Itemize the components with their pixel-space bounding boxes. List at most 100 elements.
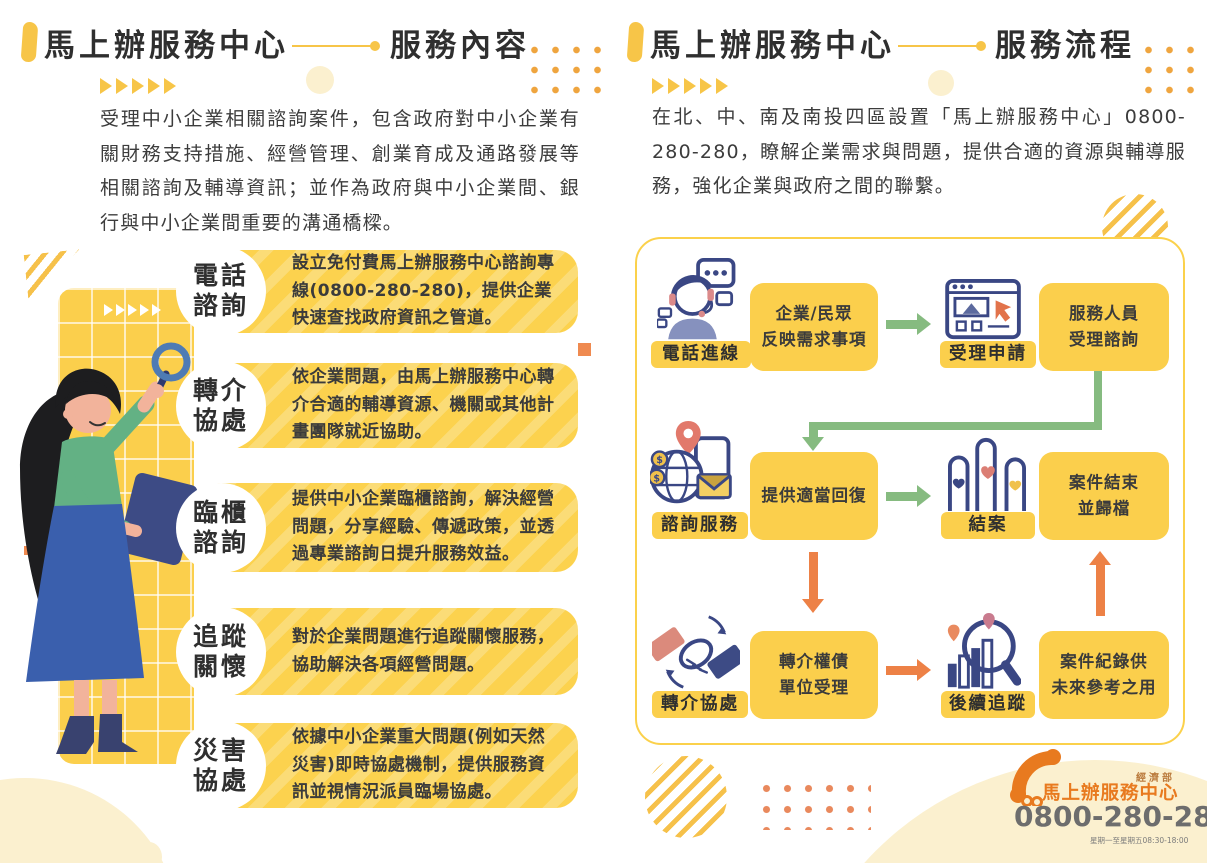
- left-title-marker: [20, 21, 39, 63]
- flow-stage-label: 受理申請: [940, 341, 1036, 368]
- arrow-right-icon: [886, 659, 931, 681]
- triangle-icon: [116, 78, 128, 94]
- triangle-icon: [116, 304, 125, 316]
- flow-box: 轉介權債 單位受理: [750, 631, 878, 719]
- arrow-down-icon: [802, 430, 824, 451]
- deco-circle-left-header: [306, 66, 334, 94]
- flow-box: 案件紀錄供 未來參考之用: [1039, 631, 1169, 719]
- triangle-icon: [132, 78, 144, 94]
- arrow-down-icon: [802, 552, 824, 613]
- flow-box-line: 單位受理: [779, 678, 849, 697]
- service-desc: 依據中小企業重大問題(例如天然災害)即時協處機制，提供服務資訊並視情況派員臨場協…: [292, 727, 546, 803]
- right-title-connector: [898, 45, 978, 47]
- logo-hours-text: 星期一至星期五08:30-18:00: [1090, 836, 1189, 845]
- logo-phone-text: 0800-280-280: [1014, 800, 1207, 833]
- service-label-line: 災害: [192, 736, 249, 765]
- dollar-glyph: $: [653, 473, 660, 484]
- flow-connector-line: [1094, 371, 1102, 430]
- consult-globe-icon: $ $: [650, 421, 732, 504]
- deco-striped-circle-bottom: [645, 756, 727, 838]
- flow-stage-label-text: 結案: [968, 515, 1008, 535]
- flow-box: 案件結束 並歸檔: [1039, 452, 1169, 540]
- flow-box-line: 反映需求事項: [761, 330, 867, 349]
- triangle-icon: [164, 78, 176, 94]
- deco-orange-square-1: [578, 343, 591, 356]
- flow-box-line: 服務人員: [1069, 304, 1139, 324]
- service-label-line: 諮詢: [192, 528, 249, 557]
- flow-stage-label-text: 電話進線: [662, 344, 740, 364]
- service-label-line: 諮詢: [192, 291, 249, 320]
- flow-box-line: 並歸檔: [1077, 499, 1131, 518]
- right-subtitle: 服務流程: [995, 28, 1135, 64]
- arrow-right-icon: [886, 313, 931, 335]
- logo-name-text: 馬上辦服務中心: [1042, 783, 1179, 804]
- service-pill: 依據中小企業重大問題(例如天然災害)即時協處機制，提供服務資訊並視情況派員臨場協…: [200, 723, 578, 808]
- left-intro-text: 受理中小企業相關諮詢案件，包含政府對中小企業有關財務支持措施、經營管理、創業育成…: [100, 108, 580, 234]
- right-triangle-row: [652, 78, 728, 94]
- illustration-woman: [20, 342, 198, 754]
- triangle-icon: [148, 78, 160, 94]
- right-title-connector-dot: [976, 41, 986, 51]
- service-label-circle: 追蹤 關懷: [176, 607, 266, 697]
- service-label-circle: 災害 協處: [176, 721, 266, 811]
- deco-dotgrid-bottom: [756, 778, 871, 830]
- flow-box-line: 案件結束: [1069, 473, 1139, 493]
- flow-box-line: 提供適當回復: [761, 486, 867, 506]
- service-label-line: 協處: [192, 766, 249, 795]
- triangle-icon: [668, 78, 680, 94]
- service-label-circle: 臨櫃 諮詢: [176, 483, 266, 573]
- triangle-icon: [684, 78, 696, 94]
- flow-box-line: 未來參考之用: [1051, 678, 1157, 697]
- ministry-label: 經濟部: [1136, 769, 1175, 784]
- left-title-connector-dot: [370, 41, 380, 51]
- flow-panel: 電話進線 企業/民眾 反映需求事項 受理申請 服務人員 受理諮詢: [635, 237, 1185, 745]
- deco-dotgrid-right-header: [1138, 40, 1202, 98]
- deco-cream-ellipse-small: [136, 842, 162, 863]
- triangle-icon: [152, 304, 161, 316]
- logo-service-hours: 星期一至星期五08:30-18:00: [1090, 835, 1188, 846]
- triangle-icon: [700, 78, 712, 94]
- arrow-right-icon: [886, 485, 931, 507]
- flow-stage-label: 轉介協處: [652, 691, 748, 718]
- service-label-line: 電話: [192, 261, 249, 290]
- flow-stage-label-text: 轉介協處: [661, 694, 739, 714]
- tracking-chart-icon: [947, 612, 1021, 689]
- illustration-triangle-row: [104, 304, 161, 316]
- service-pill: 提供中小企業臨櫃諮詢，解決經營問題，分享經驗、傳遞政策，並透過專業諮詢日提升服務…: [200, 483, 578, 572]
- service-desc: 設立免付費馬上辦服務中心諮詢專線(0800-280-280)，提供企業快速查找政…: [292, 253, 555, 329]
- ministry-text: 經濟部: [1136, 773, 1175, 784]
- flow-box-line: 企業/民眾: [775, 304, 853, 324]
- deco-dotgrid-left-header: [524, 40, 604, 98]
- triangle-icon: [652, 78, 664, 94]
- left-title-connector: [292, 45, 372, 47]
- flow-stage-label-text: 後續追蹤: [949, 694, 1027, 714]
- flow-stage-label-text: 諮詢服務: [661, 515, 739, 535]
- flow-box-line: 受理諮詢: [1069, 330, 1139, 349]
- flow-stage-label: 諮詢服務: [652, 512, 748, 539]
- flow-box: 提供適當回復: [750, 452, 878, 540]
- flow-box-line: 案件紀錄供: [1060, 652, 1148, 672]
- call-center-icon: [657, 258, 736, 340]
- service-label-line: 關懷: [192, 652, 249, 681]
- service-label-circle: 轉介 協處: [176, 361, 266, 451]
- deco-circle-right-header: [928, 70, 954, 96]
- service-label-line: 臨櫃: [192, 498, 249, 527]
- service-pill: 設立免付費馬上辦服務中心諮詢專線(0800-280-280)，提供企業快速查找政…: [200, 250, 578, 333]
- service-desc: 提供中小企業臨櫃諮詢，解決經營問題，分享經驗、傳遞政策，並透過專業諮詢日提升服務…: [292, 489, 555, 565]
- service-label-line: 追蹤: [192, 622, 249, 651]
- triangle-icon: [128, 304, 137, 316]
- flow-stage-label: 結案: [941, 512, 1035, 539]
- left-subtitle: 服務內容: [390, 28, 530, 64]
- flow-stage-label-text: 受理申請: [949, 344, 1027, 364]
- flow-box: 企業/民眾 反映需求事項: [750, 283, 878, 371]
- dollar-glyph: $: [656, 455, 663, 466]
- phone-handset-icon: [1010, 749, 1061, 806]
- service-label-circle: 電話 諮詢: [176, 246, 266, 336]
- flow-stage-label: 電話進線: [651, 341, 751, 368]
- logo-phone-number: 0800-280-280: [1014, 800, 1207, 833]
- triangle-icon: [104, 304, 113, 316]
- service-label-line: 協處: [192, 406, 249, 435]
- flow-stage-label: 後續追蹤: [941, 691, 1035, 718]
- service-desc: 對於企業問題進行追蹤關懷服務，協助解決各項經營問題。: [292, 626, 555, 675]
